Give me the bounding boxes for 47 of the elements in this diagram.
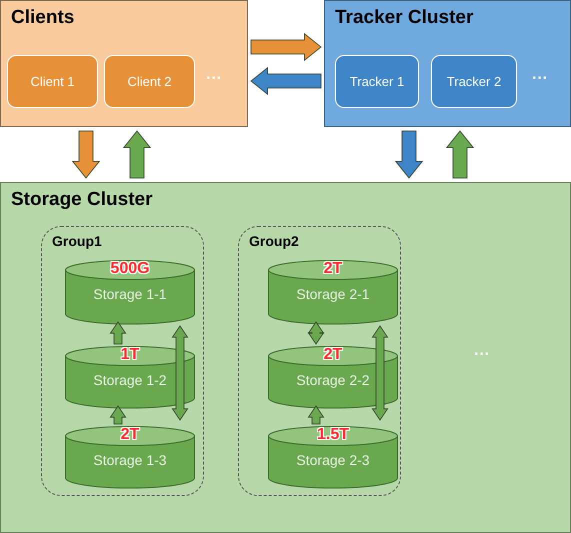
client-box: Client 2 — [104, 55, 195, 108]
storage-cylinder — [268, 426, 398, 488]
group-container — [41, 226, 204, 496]
arrow — [250, 32, 322, 62]
storage-cylinder — [65, 260, 195, 324]
arrow — [308, 321, 324, 345]
arrow — [446, 130, 474, 178]
arrow — [172, 325, 188, 421]
capacity-label: 2T — [120, 426, 140, 444]
group-title: Group1 — [52, 233, 102, 249]
storage-label: Storage 2-1 — [295, 286, 371, 302]
tracker-box: Tracker 2 — [431, 55, 517, 108]
capacity-label: 1T — [120, 346, 140, 364]
storage-label: Storage 1-3 — [92, 452, 168, 468]
cluster-panel — [324, 0, 571, 127]
arrow — [308, 405, 324, 424]
arrow — [122, 130, 152, 178]
storage-label: Storage 2-2 — [295, 372, 371, 388]
cluster-panel — [0, 182, 571, 533]
capacity-label: 2T — [322, 260, 344, 278]
ellipsis-label: ··· — [206, 70, 222, 88]
ellipsis-label: ··· — [474, 346, 490, 364]
arrow — [250, 66, 322, 96]
cluster-title: Storage Cluster — [11, 189, 152, 211]
arrow — [72, 130, 100, 179]
storage-label: Storage 1-1 — [92, 286, 168, 302]
arrow — [110, 405, 126, 424]
capacity-label: 500G — [109, 260, 151, 278]
cluster-title: Clients — [11, 7, 74, 29]
storage-cylinder — [268, 346, 398, 408]
cluster-title: Tracker Cluster — [335, 7, 474, 29]
arrow — [372, 325, 388, 421]
tracker-box: Tracker 1 — [335, 55, 419, 108]
storage-label: Storage 1-2 — [92, 372, 168, 388]
ellipsis-label: ··· — [532, 70, 548, 88]
storage-cylinder — [268, 260, 398, 324]
arrow — [394, 130, 424, 179]
group-container — [238, 226, 401, 496]
arrow — [110, 321, 126, 344]
storage-cylinder — [65, 426, 195, 488]
group-title: Group2 — [249, 233, 299, 249]
capacity-label: 2T — [322, 346, 344, 364]
cluster-panel — [0, 0, 248, 127]
capacity-label: 1.5T — [316, 426, 350, 444]
storage-cylinder — [65, 346, 195, 408]
client-box: Client 1 — [7, 55, 98, 108]
storage-label: Storage 2-3 — [295, 452, 371, 468]
